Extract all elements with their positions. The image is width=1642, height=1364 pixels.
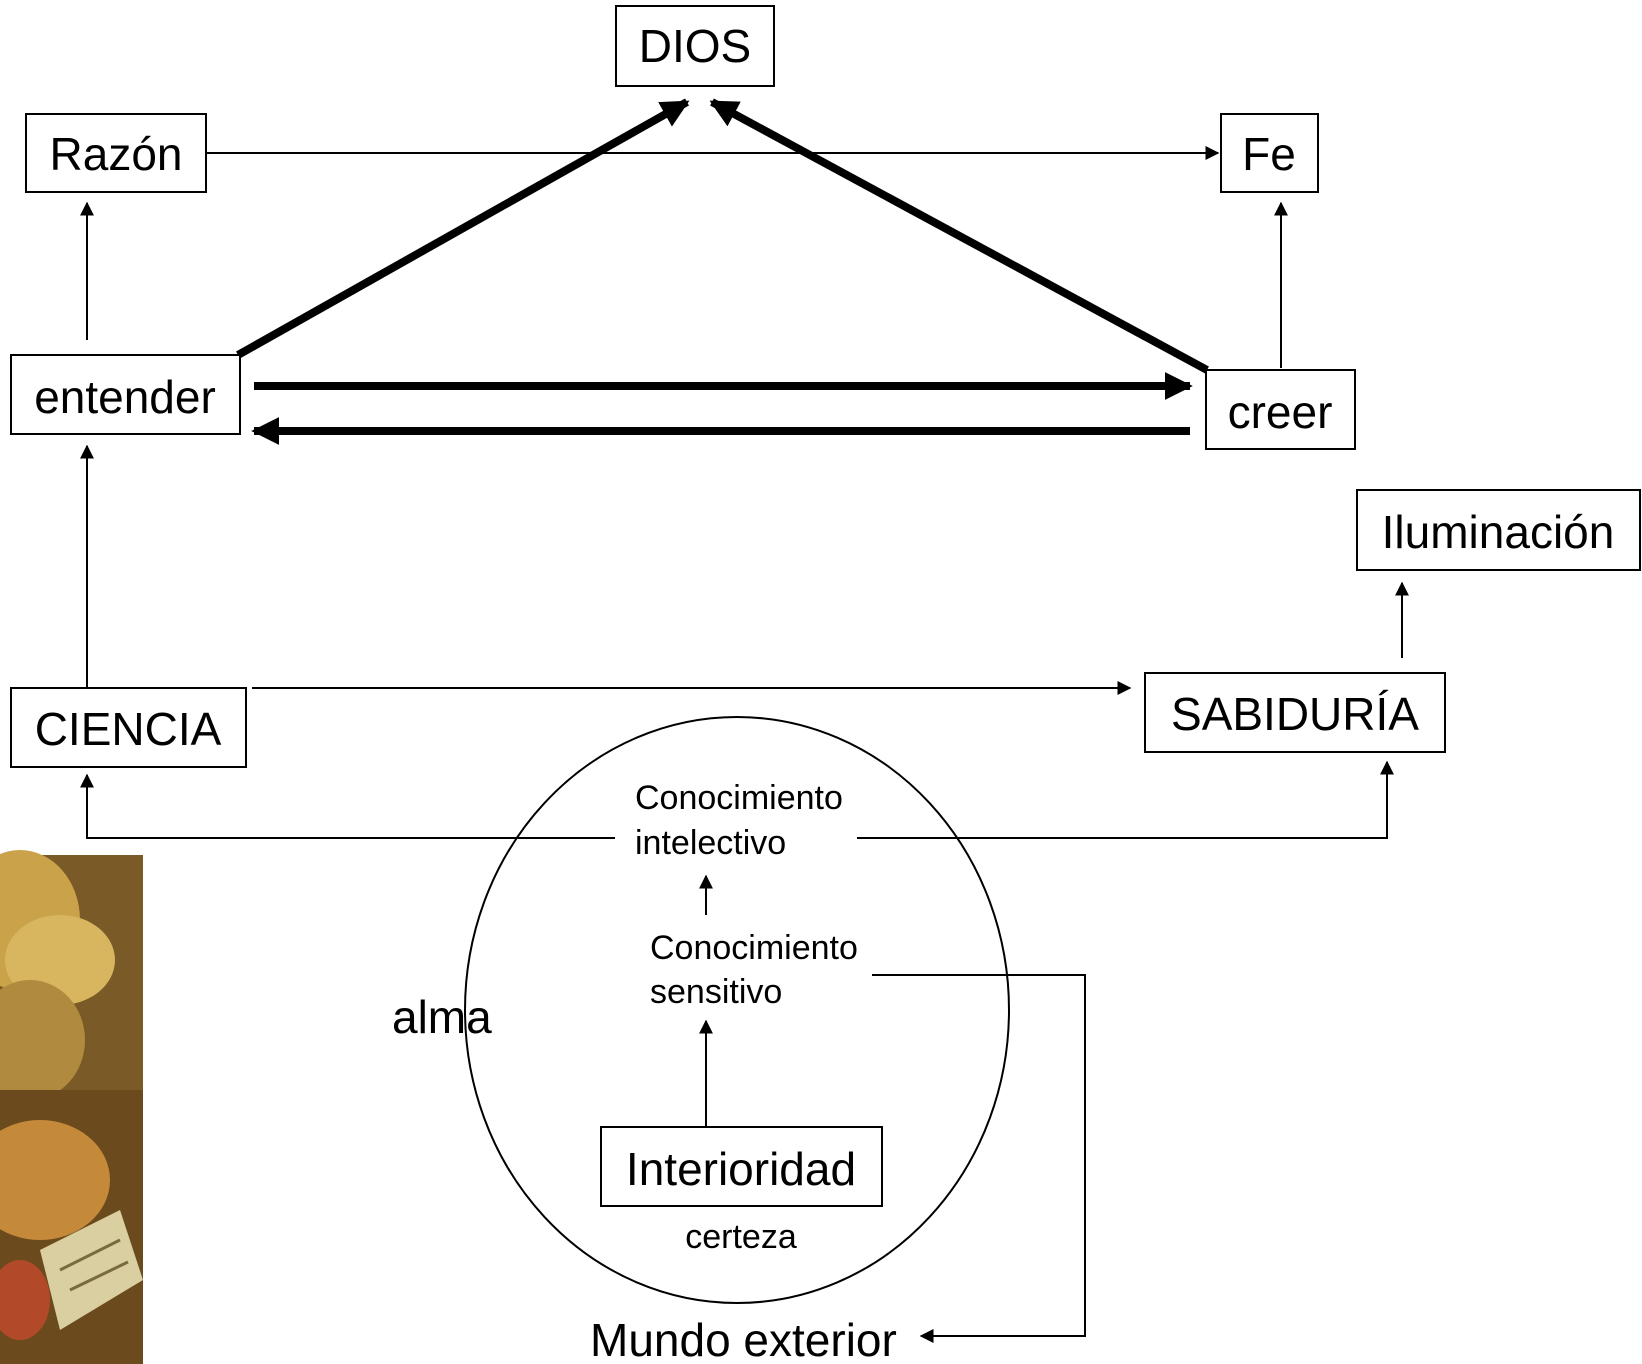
creer-box xyxy=(1205,369,1356,450)
interioridad-box xyxy=(600,1126,883,1207)
intelectivo-to-ciencia-arrow xyxy=(80,773,615,839)
ciencia-label: CIENCIA xyxy=(35,703,222,755)
mundo-exterior-label: Mundo exterior xyxy=(590,1314,897,1364)
ciencia-box xyxy=(10,687,247,768)
certeza-label: certeza xyxy=(685,1218,797,1256)
conocimiento-intelectivo-label-1: Conocimiento xyxy=(635,779,843,817)
entender-to-dios-arrow xyxy=(236,98,690,359)
creer-to-dios-arrow xyxy=(709,98,1209,374)
razon-label: Razón xyxy=(50,128,183,180)
sabiduria-label: SABIDURÍA xyxy=(1171,688,1419,740)
iluminacion-box xyxy=(1356,489,1641,571)
alma-label: alma xyxy=(392,991,492,1043)
alma-circle xyxy=(464,716,1010,1304)
creer-label: creer xyxy=(1228,386,1333,438)
interioridad-label: Interioridad xyxy=(626,1143,856,1195)
entender-label: entender xyxy=(34,371,216,423)
conocimiento-intelectivo-label-2: intelectivo xyxy=(635,824,786,862)
fe-label: Fe xyxy=(1242,128,1296,180)
sensitivo-to-mundo-exterior-arrow xyxy=(872,974,1086,1343)
entender-box xyxy=(10,354,241,435)
sabiduria-box xyxy=(1144,672,1446,753)
intelectivo-to-sabiduria-arrow xyxy=(857,760,1394,839)
dios-box xyxy=(615,5,775,87)
iluminacion-label: Iluminación xyxy=(1382,506,1615,558)
conocimiento-sensitivo-label-1: Conocimiento xyxy=(650,929,858,967)
fe-box xyxy=(1220,113,1319,193)
razon-box xyxy=(25,113,207,193)
dios-label: DIOS xyxy=(639,20,751,72)
conocimiento-sensitivo-label-2: sensitivo xyxy=(650,973,782,1011)
portrait-image xyxy=(0,850,143,1364)
